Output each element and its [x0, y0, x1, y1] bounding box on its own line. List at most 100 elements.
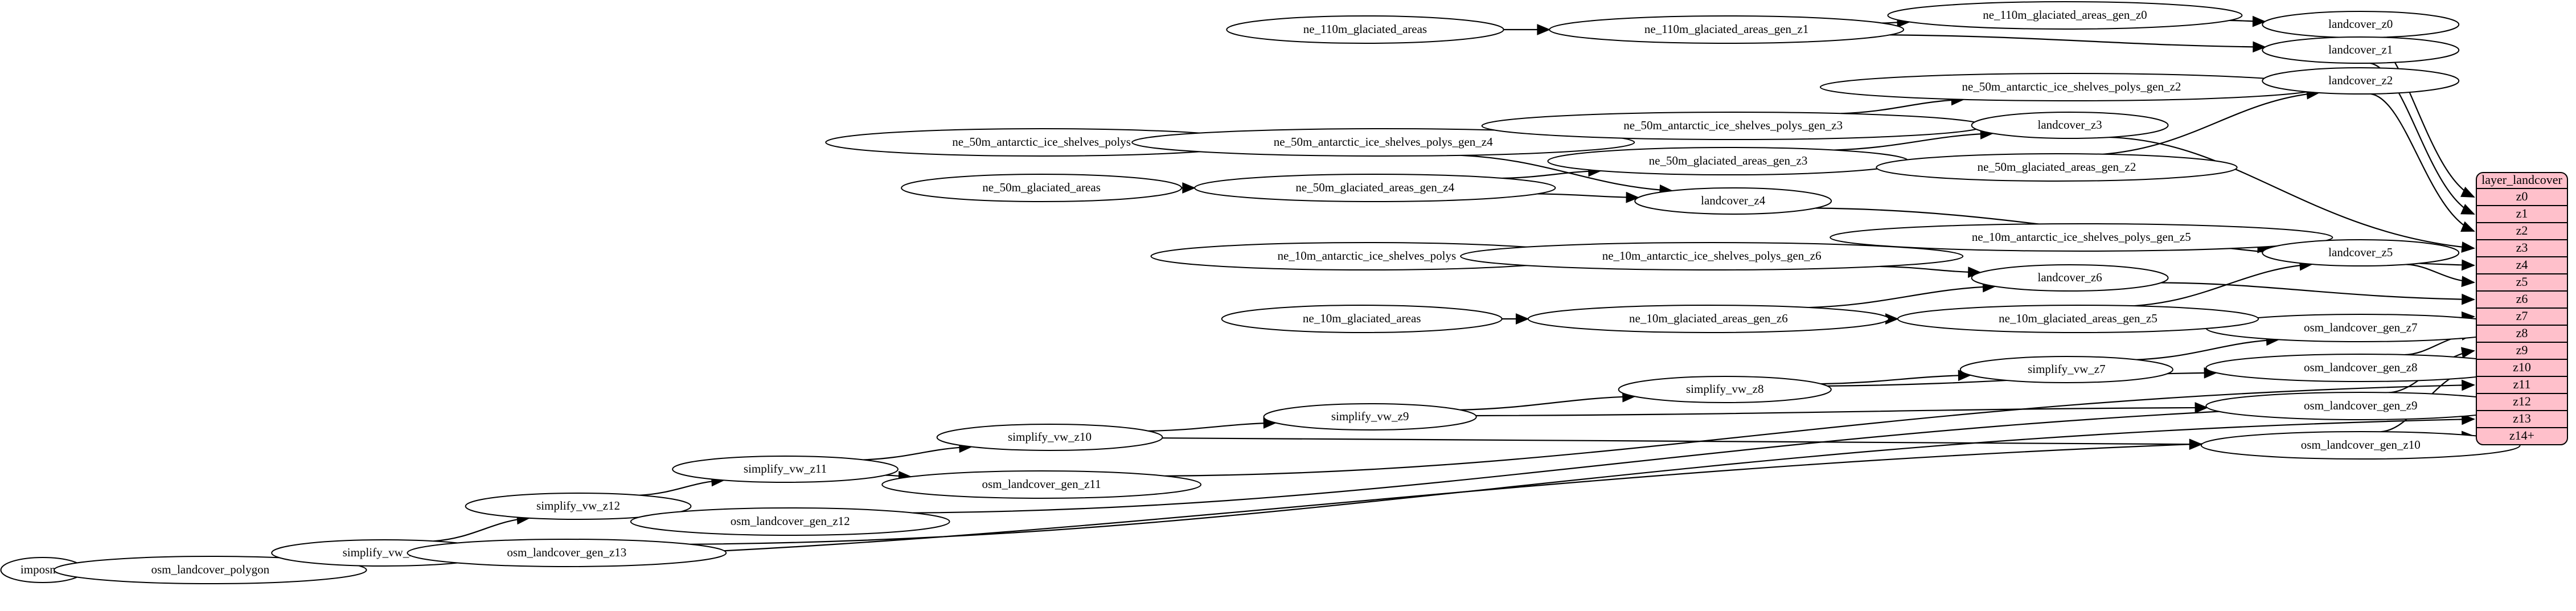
- edge-ne_110m_glaciated_areas_gen_z0-to-landcover_z0: [2229, 15, 2266, 27]
- graph-node-simplify_vw_z9[interactable]: simplify_vw_z9: [1263, 403, 1477, 430]
- edge-simplify_vw_z12-to-simplify_vw_z11: [639, 475, 725, 496]
- table-row-label-z7: z7: [2516, 309, 2528, 323]
- node-ellipse-ne_110m_glaciated_areas_gen_z0: [1887, 1, 2243, 30]
- graph-node-ne_10m_glaciated_areas[interactable]: ne_10m_glaciated_areas: [1221, 305, 1503, 333]
- node-label-osm_landcover_gen_z11: osm_landcover_gen_z11: [982, 477, 1101, 491]
- graph-node-landcover_z6[interactable]: landcover_z6: [1971, 264, 2169, 292]
- edge-landcover_z3-to-layer_landcover_z3: [2109, 136, 2475, 253]
- graph-node-ne_50m_antarctic_ice_shelves_polys_gen_z2[interactable]: ne_50m_antarctic_ice_shelves_polys_gen_z…: [1819, 73, 2324, 101]
- node-label-ne_10m_glaciated_areas_gen_z5: ne_10m_glaciated_areas_gen_z5: [1999, 311, 2157, 325]
- graph-node-osm_landcover_gen_z8[interactable]: osm_landcover_gen_z8: [2205, 354, 2516, 382]
- node-label-landcover_z3: landcover_z3: [2038, 118, 2102, 132]
- node-label-ne_110m_glaciated_areas_gen_z1: ne_110m_glaciated_areas_gen_z1: [1644, 22, 1808, 36]
- graph-node-osm_landcover_gen_z7[interactable]: osm_landcover_gen_z7: [2205, 314, 2516, 342]
- node-ellipse-ne_10m_glaciated_areas: [1221, 305, 1503, 333]
- node-label-ne_50m_antarctic_ice_shelves_polys_gen_z4: ne_50m_antarctic_ice_shelves_polys_gen_z…: [1274, 135, 1493, 149]
- graph-node-simplify_vw_z11[interactable]: simplify_vw_z11: [672, 456, 899, 483]
- node-layer: imposm3 osm_landcover_polygon simplify_vw_…: [0, 1, 2521, 584]
- node-label-landcover_z1: landcover_z1: [2328, 43, 2393, 56]
- table-row-label-z2: z2: [2516, 223, 2528, 237]
- node-label-osm_landcover_polygon: osm_landcover_polygon: [151, 563, 269, 576]
- edge-ne_50m_glaciated_areas_gen_z2-to-landcover_z2: [2103, 88, 2320, 155]
- node-label-landcover_z6: landcover_z6: [2038, 270, 2102, 284]
- edge-ne_10m_glaciated_areas_gen_z5-to-landcover_z5: [2134, 259, 2314, 307]
- graph-node-landcover_z3[interactable]: landcover_z3: [1971, 112, 2169, 139]
- graph-node-ne_50m_antarctic_ice_shelves_polys[interactable]: ne_50m_antarctic_ice_shelves_polys: [825, 128, 1258, 157]
- graph-node-osm_landcover_gen_z10[interactable]: osm_landcover_gen_z10: [2200, 431, 2521, 460]
- graph-node-simplify_vw_z7[interactable]: simplify_vw_z7: [1959, 356, 2173, 383]
- node-label-ne_50m_glaciated_areas_gen_z3: ne_50m_glaciated_areas_gen_z3: [1649, 154, 1808, 167]
- graph-node-landcover_z2[interactable]: landcover_z2: [2262, 67, 2460, 95]
- edge-simplify_vw_z9-to-simplify_vw_z8: [1460, 391, 1636, 411]
- node-label-ne_10m_antarctic_ice_shelves_polys_gen_z6: ne_10m_antarctic_ice_shelves_polys_gen_z…: [1602, 249, 1822, 263]
- table-row-label-z13: z13: [2513, 411, 2531, 425]
- graph-node-ne_50m_antarctic_ice_shelves_polys_gen_z3[interactable]: ne_50m_antarctic_ice_shelves_polys_gen_z…: [1481, 112, 1985, 140]
- graph-node-landcover_z1[interactable]: landcover_z1: [2262, 36, 2460, 64]
- table-row-label-z10: z10: [2513, 360, 2531, 374]
- node-label-ne_110m_glaciated_areas_gen_z0: ne_110m_glaciated_areas_gen_z0: [1983, 8, 2147, 22]
- node-label-simplify_vw_z7: simplify_vw_z7: [2028, 362, 2106, 376]
- table-row-label-z1: z1: [2516, 206, 2528, 220]
- graph-node-ne_50m_glaciated_areas_gen_z3[interactable]: ne_50m_glaciated_areas_gen_z3: [1547, 147, 1909, 175]
- graph-node-ne_110m_glaciated_areas[interactable]: ne_110m_glaciated_areas: [1226, 15, 1504, 44]
- layer-landcover-table[interactable]: layer_landcoverz0z1z2z3z4z5z6z7z8z9z10z1…: [2476, 172, 2568, 445]
- graph-node-landcover_z0[interactable]: landcover_z0: [2262, 11, 2460, 38]
- node-label-osm_landcover_gen_z9: osm_landcover_gen_z9: [2304, 399, 2417, 412]
- node-label-simplify_vw_z11: simplify_vw_z11: [744, 462, 827, 475]
- node-ellipse-landcover_z4: [1634, 187, 1832, 215]
- graph-node-ne_50m_glaciated_areas_gen_z4[interactable]: ne_50m_glaciated_areas_gen_z4: [1194, 174, 1556, 202]
- graph-node-osm_landcover_gen_z9[interactable]: osm_landcover_gen_z9: [2205, 392, 2516, 420]
- node-label-osm_landcover_gen_z13: osm_landcover_gen_z13: [507, 546, 626, 559]
- node-ellipse-ne_10m_antarctic_ice_shelves_polys_gen_z5: [1830, 223, 2333, 252]
- graph-node-ne_50m_glaciated_areas[interactable]: ne_50m_glaciated_areas: [901, 174, 1183, 202]
- edge-osm_landcover_gen_z13-to-layer_landcover_z13: [690, 413, 2475, 545]
- edge-simplify_vw_z13-to-simplify_vw_z12: [433, 513, 531, 542]
- graph-node-landcover_z5[interactable]: landcover_z5: [2262, 239, 2460, 266]
- graph-node-ne_10m_antarctic_ice_shelves_polys_gen_z6[interactable]: ne_10m_antarctic_ice_shelves_polys_gen_z…: [1460, 242, 1964, 270]
- graph-node-ne_110m_glaciated_areas_gen_z0[interactable]: ne_110m_glaciated_areas_gen_z0: [1887, 1, 2243, 30]
- node-label-landcover_z5: landcover_z5: [2328, 245, 2393, 259]
- edge-landcover_z5-to-layer_landcover_z5: [2406, 264, 2475, 288]
- node-ellipse-landcover_z2: [2262, 67, 2460, 95]
- graph-node-landcover_z4[interactable]: landcover_z4: [1634, 187, 1832, 215]
- node-ellipse-simplify_vw_z8: [1618, 376, 1832, 403]
- graph-node-osm_landcover_gen_z12[interactable]: osm_landcover_gen_z12: [630, 507, 950, 536]
- table-row-label-z8: z8: [2516, 326, 2528, 340]
- node-label-osm_landcover_gen_z7: osm_landcover_gen_z7: [2304, 321, 2417, 334]
- graph-node-ne_50m_glaciated_areas_gen_z2[interactable]: ne_50m_glaciated_areas_gen_z2: [1876, 153, 2238, 182]
- node-label-ne_10m_glaciated_areas: ne_10m_glaciated_areas: [1303, 311, 1421, 325]
- graph-node-simplify_vw_z12[interactable]: simplify_vw_z12: [465, 493, 692, 520]
- table-row-label-z12: z12: [2513, 394, 2531, 408]
- node-ellipse-simplify_vw_z11: [672, 456, 899, 483]
- node-label-ne_50m_glaciated_areas_gen_z4: ne_50m_glaciated_areas_gen_z4: [1295, 181, 1454, 194]
- graph-node-ne_10m_antarctic_ice_shelves_polys_gen_z5[interactable]: ne_10m_antarctic_ice_shelves_polys_gen_z…: [1830, 223, 2333, 252]
- edge-ne_10m_glaciated_areas_gen_z6-to-landcover_z6: [1808, 281, 1996, 309]
- edge-ne_110m_glaciated_areas_gen_z1-to-landcover_z1: [1889, 34, 2267, 53]
- table-layer: layer_landcoverz0z1z2z3z4z5z6z7z8z9z10z1…: [2476, 172, 2568, 445]
- table-header-label: layer_landcover: [2481, 173, 2562, 187]
- node-ellipse-ne_50m_glaciated_areas: [901, 174, 1183, 202]
- graph-node-imposm3[interactable]: imposm3: [0, 557, 85, 583]
- edge-ne_50m_glaciated_areas_gen_z3-to-landcover_z3: [1833, 128, 1994, 151]
- node-label-osm_landcover_gen_z12: osm_landcover_gen_z12: [731, 514, 850, 528]
- node-ellipse-ne_110m_glaciated_areas_gen_z1: [1549, 15, 1905, 44]
- graph-node-ne_110m_glaciated_areas_gen_z1[interactable]: ne_110m_glaciated_areas_gen_z1: [1549, 15, 1905, 44]
- graph-node-osm_landcover_polygon[interactable]: osm_landcover_polygon: [54, 556, 367, 584]
- graph-node-ne_10m_glaciated_areas_gen_z6[interactable]: ne_10m_glaciated_areas_gen_z6: [1527, 305, 1890, 333]
- node-label-simplify_vw_z12: simplify_vw_z12: [536, 499, 620, 512]
- node-ellipse-simplify_vw_z10: [936, 424, 1163, 451]
- graph-node-ne_10m_antarctic_ice_shelves_polys[interactable]: ne_10m_antarctic_ice_shelves_polys: [1150, 242, 1584, 270]
- edge-ne_50m_glaciated_areas_gen_z4-to-ne_50m_glaciated_areas_gen_z3: [1502, 165, 1602, 179]
- edge-osm_landcover_gen_z12-to-layer_landcover_z12: [913, 396, 2475, 514]
- graph-node-ne_10m_glaciated_areas_gen_z5[interactable]: ne_10m_glaciated_areas_gen_z5: [1897, 305, 2259, 333]
- edge-simplify_vw_z10-to-simplify_vw_z9: [1148, 417, 1277, 432]
- graph-node-simplify_vw_z10[interactable]: simplify_vw_z10: [936, 424, 1163, 451]
- graph-node-osm_landcover_gen_z11[interactable]: osm_landcover_gen_z11: [881, 470, 1201, 499]
- edge-landcover_z2-to-layer_landcover_z2: [2370, 93, 2475, 232]
- graph-node-simplify_vw_z8[interactable]: simplify_vw_z8: [1618, 376, 1832, 403]
- graph-node-osm_landcover_gen_z13[interactable]: osm_landcover_gen_z13: [407, 539, 727, 567]
- table-row-label-z3: z3: [2516, 240, 2528, 255]
- graph-node-ne_50m_antarctic_ice_shelves_polys_gen_z4[interactable]: ne_50m_antarctic_ice_shelves_polys_gen_z…: [1131, 128, 1635, 157]
- node-ellipse-simplify_vw_z9: [1263, 403, 1477, 430]
- node-ellipse-ne_50m_antarctic_ice_shelves_polys_gen_z4: [1131, 128, 1635, 157]
